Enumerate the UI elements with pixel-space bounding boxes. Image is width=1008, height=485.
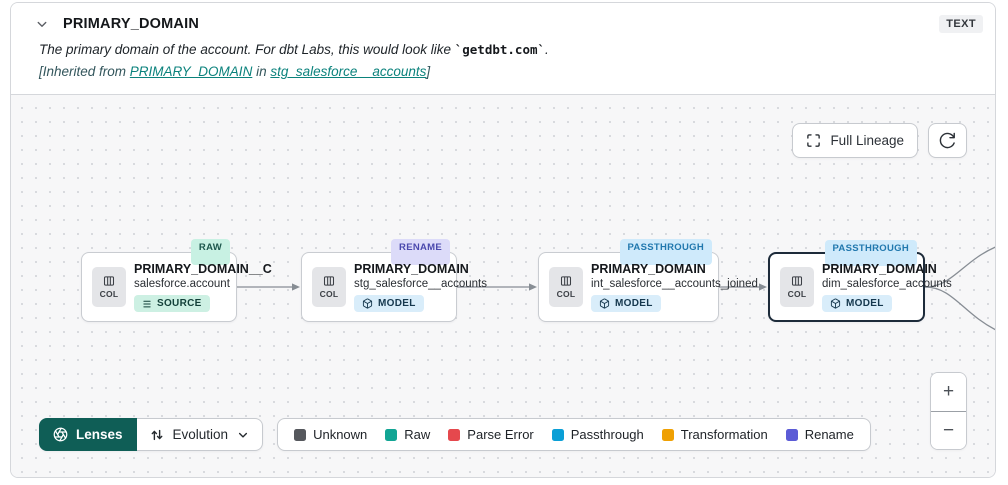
column-chip: COL bbox=[92, 267, 126, 307]
column-icon bbox=[103, 276, 115, 286]
evolution-badge: PASSTHROUGH bbox=[619, 239, 712, 265]
lineage-canvas[interactable]: Full Lineage RAW COL PRIMARY_DOMAIN__C s… bbox=[11, 94, 995, 477]
column-description: The primary domain of the account. For d… bbox=[39, 42, 549, 57]
zoom-in-button[interactable]: + bbox=[931, 373, 966, 411]
column-chip: COL bbox=[549, 267, 583, 307]
lineage-node-int-salesforce-accounts-joined[interactable]: PASSTHROUGH COL PRIMARY_DOMAIN int_sales… bbox=[538, 239, 758, 322]
inherited-from-note: [Inherited from PRIMARY_DOMAIN in stg_sa… bbox=[39, 64, 431, 79]
legend-item-transformation: Transformation bbox=[661, 427, 768, 442]
refresh-icon bbox=[939, 132, 955, 149]
lineage-node-dim-salesforce-accounts[interactable]: PASSTHROUGH COL PRIMARY_DOMAIN dim_sales… bbox=[768, 240, 952, 322]
full-lineage-button[interactable]: Full Lineage bbox=[792, 123, 918, 158]
legend-item-parse-error: Parse Error bbox=[448, 427, 534, 442]
model-icon bbox=[599, 298, 610, 309]
lens-select-evolution[interactable]: Evolution bbox=[136, 418, 264, 451]
inline-code: `getdbt.com` bbox=[454, 42, 546, 57]
resource-type-badge: MODEL bbox=[822, 295, 892, 312]
evolution-badge: PASSTHROUGH bbox=[824, 240, 917, 266]
legend-swatch bbox=[785, 428, 798, 441]
resource-type-badge: MODEL bbox=[591, 295, 661, 312]
chevron-down-icon bbox=[239, 432, 248, 438]
legend-swatch bbox=[551, 428, 564, 441]
collapse-chevron-icon[interactable] bbox=[31, 13, 53, 35]
lenses-button[interactable]: Lenses bbox=[39, 418, 137, 451]
lenses-control: Lenses Evolution bbox=[39, 418, 264, 451]
node-model-name: salesforce.account bbox=[134, 278, 230, 290]
node-column-name: PRIMARY_DOMAIN bbox=[591, 262, 706, 276]
inherited-model-link[interactable]: stg_salesforce__accounts bbox=[270, 64, 427, 79]
header: PRIMARY_DOMAIN TEXT The primary domain o… bbox=[11, 3, 995, 79]
node-column-name: PRIMARY_DOMAIN__C bbox=[134, 262, 272, 276]
lineage-node-stg-salesforce-accounts[interactable]: RENAME COL PRIMARY_DOMAIN stg_salesforce… bbox=[301, 239, 487, 322]
node-column-name: PRIMARY_DOMAIN bbox=[354, 262, 469, 276]
evolution-badge: RAW bbox=[190, 239, 230, 265]
model-icon bbox=[362, 298, 373, 309]
column-chip: COL bbox=[780, 267, 814, 307]
column-chip: COL bbox=[312, 267, 346, 307]
column-icon bbox=[323, 276, 335, 286]
canvas-toolbar: Full Lineage bbox=[792, 123, 967, 158]
legend-item-rename: Rename bbox=[785, 427, 854, 442]
fullscreen-icon bbox=[807, 134, 821, 147]
swap-vertical-icon bbox=[151, 429, 162, 440]
source-icon bbox=[143, 300, 151, 307]
evolution-badge: RENAME bbox=[391, 239, 450, 265]
legend-item-raw: Raw bbox=[385, 427, 430, 442]
column-icon bbox=[560, 276, 572, 286]
lineage-node-salesforce-account[interactable]: RAW COL PRIMARY_DOMAIN__C salesforce.acc… bbox=[81, 239, 272, 322]
column-type-badge: TEXT bbox=[939, 15, 983, 33]
column-icon bbox=[791, 276, 803, 286]
page-title: PRIMARY_DOMAIN bbox=[63, 16, 199, 32]
legend-swatch bbox=[294, 428, 307, 441]
resource-type-badge: SOURCE bbox=[134, 295, 210, 312]
node-column-name: PRIMARY_DOMAIN bbox=[822, 262, 937, 276]
bottom-bar: Lenses Evolution Unknown Raw bbox=[39, 418, 871, 451]
legend-item-passthrough: Passthrough bbox=[551, 427, 644, 442]
legend-swatch bbox=[448, 428, 461, 441]
legend-swatch bbox=[661, 428, 674, 441]
column-lineage-panel: PRIMARY_DOMAIN TEXT The primary domain o… bbox=[10, 2, 996, 478]
aperture-icon bbox=[53, 427, 68, 442]
node-model-name: dim_salesforce_accounts bbox=[822, 278, 952, 290]
inherited-column-link[interactable]: PRIMARY_DOMAIN bbox=[129, 64, 253, 79]
zoom-controls: + − bbox=[930, 372, 967, 450]
evolution-legend: Unknown Raw Parse Error Passthrough Tran… bbox=[277, 418, 871, 451]
node-model-name: int_salesforce__accounts_joined bbox=[591, 278, 758, 290]
refresh-button[interactable] bbox=[928, 123, 967, 158]
node-model-name: stg_salesforce__accounts bbox=[354, 278, 487, 290]
legend-swatch bbox=[385, 428, 398, 441]
resource-type-badge: MODEL bbox=[354, 295, 424, 312]
zoom-out-button[interactable]: − bbox=[931, 411, 966, 449]
legend-item-unknown: Unknown bbox=[294, 427, 367, 442]
model-icon bbox=[830, 298, 841, 309]
